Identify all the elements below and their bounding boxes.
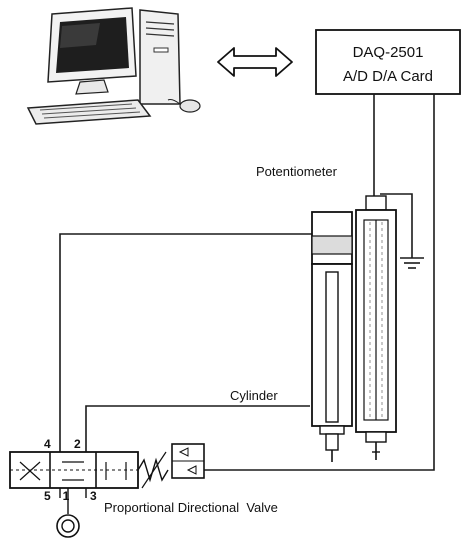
hydraulic-cylinder bbox=[311, 211, 353, 462]
port-4-label: 4 bbox=[44, 437, 51, 451]
proportional-directional-valve bbox=[9, 443, 205, 538]
linear-potentiometer bbox=[355, 195, 397, 460]
ground-icon bbox=[400, 257, 424, 269]
port-5-label: 5 bbox=[44, 489, 51, 503]
port-2-label: 2 bbox=[74, 437, 81, 451]
daq-card-title: DAQ-2501 bbox=[353, 44, 424, 61]
daq-card-box: DAQ-2501 A/D D/A Card bbox=[315, 29, 461, 95]
computer-icon bbox=[26, 7, 201, 125]
valve-label: Proportional Directional Valve bbox=[104, 500, 278, 515]
bidirectional-arrow-icon bbox=[217, 47, 293, 77]
daq-card-subtitle: A/D D/A Card bbox=[343, 68, 433, 85]
port-1-label: 1 bbox=[63, 489, 70, 503]
potentiometer-label: Potentiometer bbox=[256, 164, 338, 179]
cylinder-label: Cylinder bbox=[230, 388, 278, 403]
signal-wires bbox=[59, 94, 435, 471]
port-3-label: 3 bbox=[90, 489, 97, 503]
